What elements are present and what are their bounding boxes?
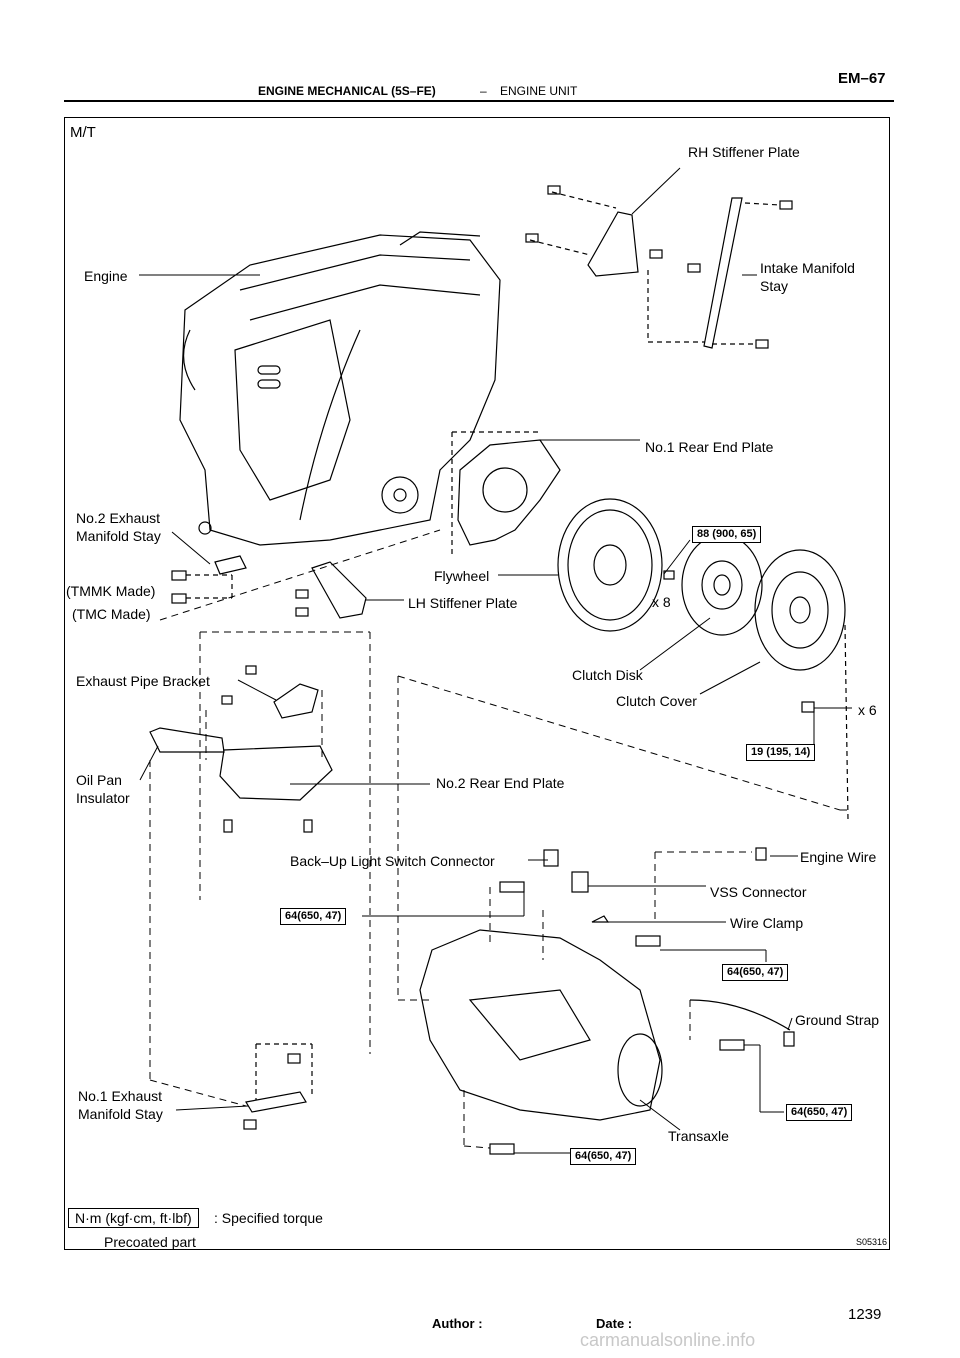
clutch-cover-illustration	[754, 549, 849, 821]
clutch-disk-illustration	[681, 534, 763, 636]
label-exhaust-pipe-bracket: Exhaust Pipe Bracket	[76, 673, 210, 689]
header-rule	[64, 100, 894, 102]
legend-torque-units: N·m (kgf·cm, ft·lbf)	[68, 1208, 199, 1228]
watermark: carmanualsonline.info	[580, 1330, 756, 1350]
lh-stiffener-illustration	[295, 561, 367, 619]
no1-exhaust-stay-illustration	[243, 1043, 313, 1130]
torque-transaxle-bolt-right: 64(650, 47)	[722, 964, 789, 981]
label-no1-exhaust-stay-1: No.1 Exhaust	[78, 1088, 163, 1104]
figure-frame	[64, 117, 890, 1250]
header-dash: –	[480, 84, 487, 98]
label-backup-light-switch-connector: Back–Up Light Switch Connector	[290, 853, 495, 869]
connectors-illustration	[543, 847, 767, 923]
intake-stay-illustration	[647, 197, 793, 349]
label-tmmk-made: (TMMK Made)	[66, 583, 156, 599]
label-tmc-made: (TMC Made)	[72, 606, 151, 622]
variant-label: M/T	[70, 124, 96, 141]
no2-rear-end-plate-illustration	[219, 745, 333, 833]
label-x8: x 8	[652, 594, 671, 610]
label-engine: Engine	[84, 268, 128, 284]
label-rh-stiffener-plate: RH Stiffener Plate	[688, 144, 800, 160]
leader-lines	[139, 167, 852, 1154]
torque-flywheel-bolt: 88 (900, 65)	[692, 526, 762, 543]
footer-date: Date :	[596, 1316, 633, 1331]
footer-author: Author :	[432, 1316, 483, 1331]
label-ground-strap: Ground Strap	[795, 1012, 880, 1028]
label-transaxle: Transaxle	[668, 1128, 729, 1144]
assembly-lines	[149, 529, 848, 1149]
flywheel-illustration	[557, 498, 675, 632]
torque-transaxle-bolt-lower-right: 64(650, 47)	[786, 1104, 853, 1121]
page-code: EM–67	[838, 70, 886, 87]
label-intake-manifold-stay-2: Stay	[760, 278, 789, 294]
exhaust-pipe-bracket-illustration	[221, 665, 319, 719]
label-x6: x 6	[858, 702, 877, 718]
figure-id: S05316	[856, 1237, 888, 1247]
legend-specified-torque: : Specified torque	[214, 1210, 323, 1226]
transaxle-illustration	[419, 929, 795, 1121]
rh-stiffener-illustration	[525, 185, 701, 277]
no2-exhaust-stay-illustration	[171, 521, 247, 604]
torque-transaxle-bolt-upper: 64(650, 47)	[280, 908, 347, 925]
label-intake-manifold-stay-1: Intake Manifold	[760, 260, 855, 276]
label-oil-pan-insulator-2: Insulator	[76, 790, 130, 806]
oil-pan-insulator-illustration	[149, 727, 225, 753]
footer-page-number: 1239	[848, 1306, 882, 1323]
label-no2-exhaust-stay-2: Manifold Stay	[76, 528, 161, 544]
label-no1-exhaust-stay-2: Manifold Stay	[78, 1106, 163, 1122]
label-no1-rear-end-plate: No.1 Rear End Plate	[645, 439, 774, 455]
torque-clutch-cover-bolt: 19 (195, 14)	[746, 744, 816, 761]
label-wire-clamp: Wire Clamp	[730, 915, 804, 931]
label-oil-pan-insulator-1: Oil Pan	[76, 772, 122, 788]
label-no2-rear-end-plate: No.2 Rear End Plate	[436, 775, 565, 791]
no1-rear-end-plate-illustration	[451, 431, 561, 555]
section-unit: ENGINE UNIT	[500, 84, 578, 98]
label-engine-wire: Engine Wire	[800, 849, 877, 865]
label-flywheel: Flywheel	[434, 568, 490, 584]
label-vss-connector: VSS Connector	[710, 884, 807, 900]
engine-illustration	[179, 231, 501, 546]
transaxle-bolts-illustration	[489, 881, 745, 1155]
section-title: ENGINE MECHANICAL (5S–FE)	[258, 84, 436, 98]
label-lh-stiffener-plate: LH Stiffener Plate	[408, 595, 518, 611]
label-clutch-cover: Clutch Cover	[616, 693, 697, 709]
label-no2-exhaust-stay-1: No.2 Exhaust	[76, 510, 161, 526]
label-clutch-disk: Clutch Disk	[572, 667, 643, 683]
torque-transaxle-bolt-bottom: 64(650, 47)	[570, 1148, 637, 1165]
legend-precoated-part: Precoated part	[104, 1234, 196, 1250]
